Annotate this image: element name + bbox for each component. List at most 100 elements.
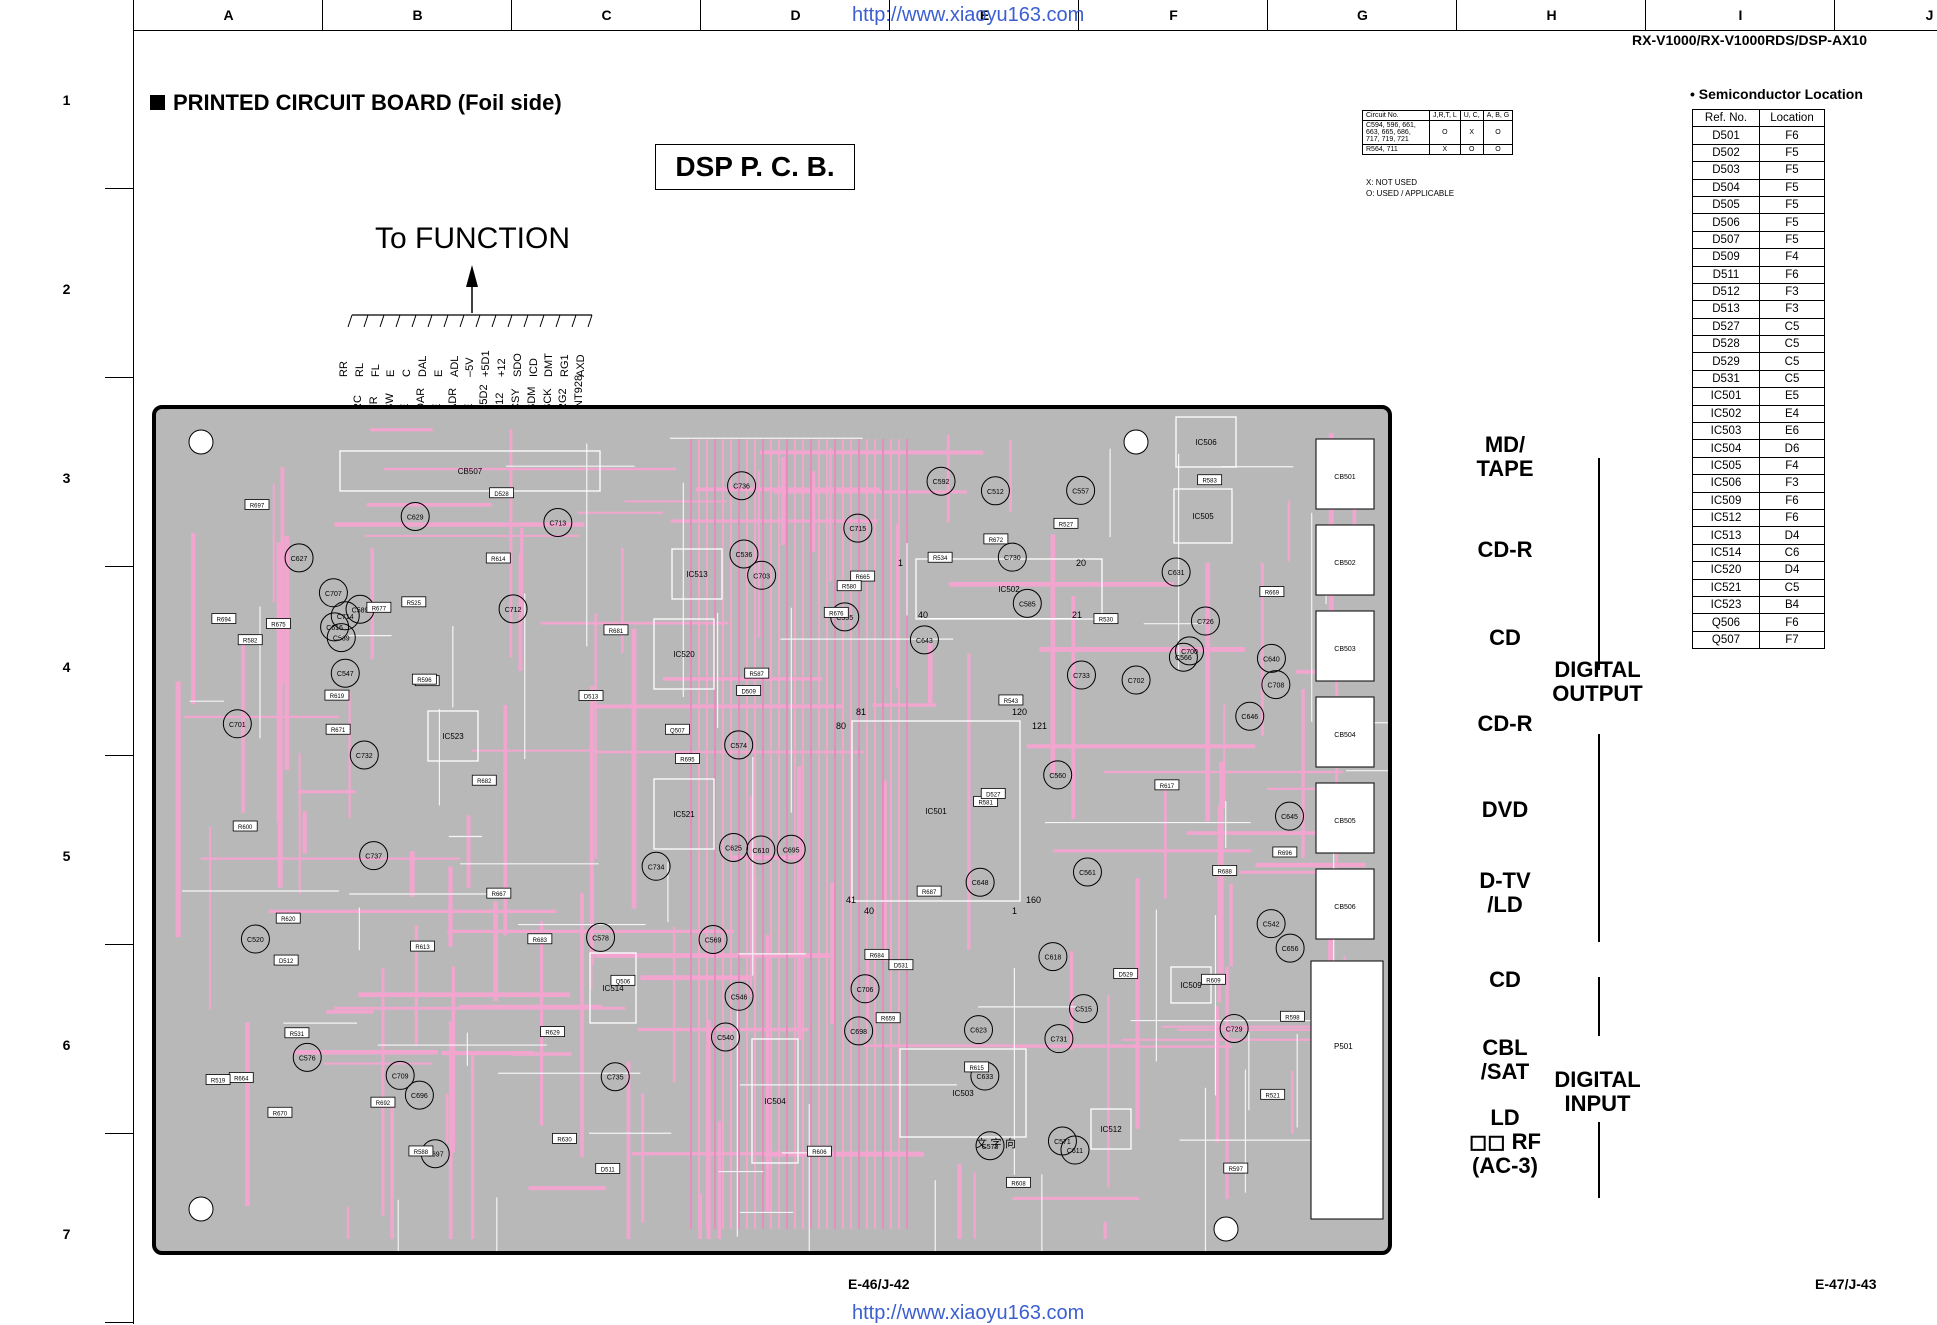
column-label-I: I [1645, 0, 1835, 30]
resistor-label: R581 [978, 800, 993, 806]
column-label-B: B [322, 0, 512, 30]
resistor-label: R519 [211, 1079, 226, 1085]
table-cell: O [1482, 120, 1514, 145]
capacitor-label: C696 [411, 1093, 428, 1100]
function-pin-top: RG1 [559, 354, 572, 377]
resistor-outline [485, 552, 511, 564]
table-cell: A, B, G [1482, 110, 1514, 121]
row-label-5: 5 [62, 848, 71, 864]
resistor-outline [916, 885, 942, 897]
capacitor-label: C736 [733, 484, 750, 491]
resistor-label: R692 [376, 1101, 391, 1107]
capacitor-outline [1066, 660, 1096, 690]
capacitor-outline [1261, 670, 1291, 700]
capacitor-outline [1235, 701, 1265, 731]
table-cell: D506 [1692, 213, 1760, 232]
table-cell: C5 [1759, 352, 1825, 371]
capacitor-label: C547 [337, 671, 354, 678]
function-pin-top: ADL [448, 355, 461, 377]
capacitor-outline [1219, 1013, 1249, 1043]
resistor-outline [273, 954, 299, 966]
table-cell: R564, 711 [1362, 144, 1430, 155]
table-cell: F3 [1759, 300, 1825, 319]
jack-label: CB504 [1334, 732, 1356, 739]
pin-number: 121 [1032, 721, 1047, 731]
capacitor-outline [1275, 933, 1305, 963]
ic-label: IC501 [925, 807, 947, 816]
capacitor-outline [724, 730, 754, 760]
capacitor-label: C729 [1226, 1026, 1243, 1033]
jack-label: P501 [1334, 1042, 1353, 1051]
row-tick [105, 1133, 133, 1134]
resistor-label: R687 [922, 890, 937, 896]
resistor-outline [836, 580, 862, 592]
row-tick [105, 377, 133, 378]
capacitor-outline [909, 625, 939, 655]
table-cell: U, C, [1459, 110, 1484, 121]
capacitor-outline [1072, 857, 1102, 887]
capacitor-label: C546 [731, 994, 748, 1001]
ic-outline [1090, 1108, 1132, 1150]
row-tick [105, 944, 133, 945]
group-bracket-line [1598, 1122, 1600, 1198]
resistor-label: R583 [1202, 479, 1217, 485]
resistor-label: D511 [601, 1167, 616, 1173]
ic-outline [653, 618, 715, 690]
capacitor-outline [729, 539, 759, 569]
table-cell: J,R,T, L [1429, 110, 1461, 121]
ic-outline [751, 1038, 799, 1164]
table-cell: O [1429, 120, 1461, 145]
function-pin-top: AXD [575, 354, 587, 377]
connector-label: CD-R [1477, 711, 1533, 736]
resistor-label: R683 [533, 938, 548, 944]
resistor-label: R694 [217, 618, 232, 624]
capacitor-outline [330, 658, 360, 688]
square-bullet-icon [150, 95, 165, 110]
resistor-label: R675 [271, 623, 286, 629]
capacitor-outline [698, 924, 728, 954]
table-row: Ref. No.Location [1692, 108, 1825, 128]
ic-outline [653, 778, 715, 850]
to-function-label: To FUNCTION [375, 222, 570, 255]
table-cell: D4 [1759, 561, 1825, 580]
table-cell: D501 [1692, 126, 1760, 145]
capacitor-outline [600, 1062, 630, 1092]
resistor-label: R617 [1160, 784, 1175, 790]
resistor-label: R620 [281, 917, 296, 923]
resistor-outline [325, 723, 351, 735]
capacitor-outline [1043, 760, 1073, 790]
input-jack-block [1310, 960, 1384, 1220]
group-label: DIGITALOUTPUT [1552, 658, 1643, 706]
resistor-outline [410, 940, 435, 952]
capacitor-label: C648 [972, 880, 989, 887]
capacitor-label: C734 [648, 864, 665, 871]
table-cell: F6 [1759, 613, 1825, 632]
capacitor-outline [1047, 1126, 1077, 1156]
table-cell: IC506 [1692, 474, 1760, 493]
resistor-label: R606 [812, 1150, 827, 1156]
output-jack-outline [1315, 438, 1375, 510]
ic-outline [915, 558, 1103, 620]
capacitor-outline [1069, 994, 1099, 1024]
capacitor-label: C571 [1054, 1139, 1071, 1146]
capacitor-outline [1275, 801, 1305, 831]
ic-label: IC514 [602, 984, 624, 993]
resistor-label: R677 [372, 606, 387, 612]
table-cell: E6 [1759, 422, 1825, 441]
capacitor-label: C573 [982, 1144, 999, 1151]
column-label-G: G [1267, 0, 1457, 30]
capacitor-label: C695 [783, 847, 800, 854]
resistor-outline [401, 596, 427, 608]
capacitor-outline [326, 623, 356, 653]
resistor-label: Q506 [616, 979, 631, 985]
connector-label: CBL/SAT [1480, 1035, 1530, 1084]
